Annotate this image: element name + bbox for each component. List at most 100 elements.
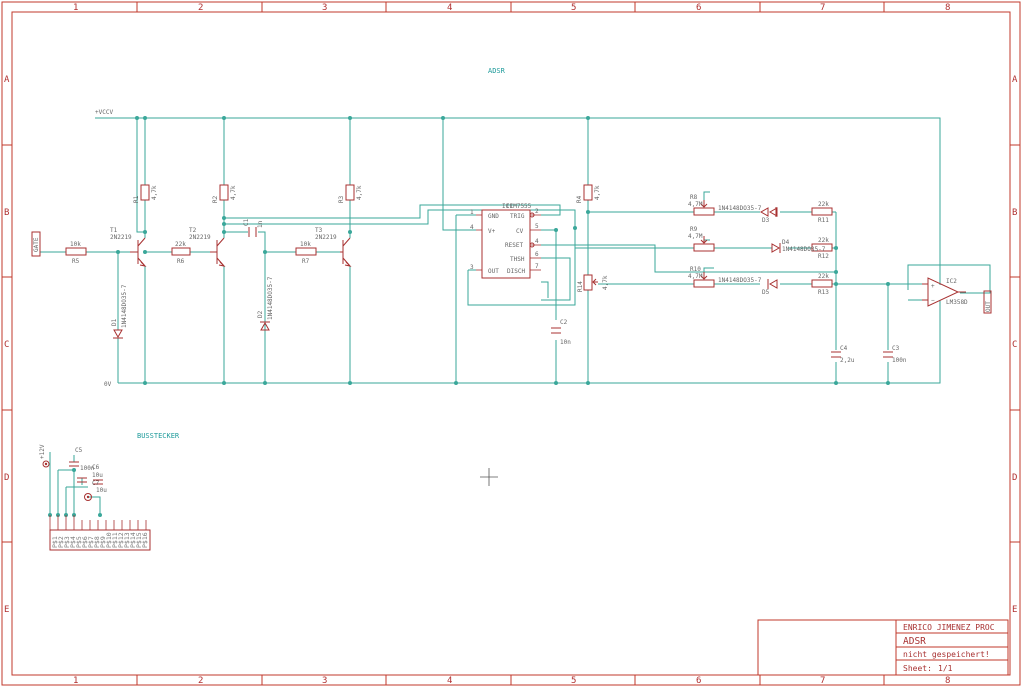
timer-pin-out: OUT: [488, 268, 499, 275]
resistor-r3: R3 4,7k: [338, 184, 363, 203]
svg-text:R4: R4: [576, 195, 583, 203]
col-label-2-bottom: 2: [198, 676, 203, 686]
svg-text:D3: D3: [762, 217, 770, 224]
svg-text:10u: 10u: [92, 472, 103, 479]
bus-pin-11: P$11: [111, 532, 119, 548]
diode-d4: D4 1N4148DO35-7: [771, 239, 826, 253]
svg-text:D5: D5: [762, 289, 770, 296]
svg-text:R6: R6: [177, 258, 185, 265]
pot-r10: R10 4,7M: [688, 266, 715, 288]
resistor-r7: 10k R7: [295, 241, 317, 265]
resistor-r11: 22k R11: [811, 201, 833, 224]
timer-pin-disch: DISCH: [507, 268, 525, 275]
svg-text:10k: 10k: [300, 241, 311, 248]
diode-d3: 1N4148DO35-7 D3: [718, 205, 778, 224]
bus-pin-14: P$14: [129, 532, 137, 548]
column-labels-bottom: 1 2 3 4 5 6 7 8: [73, 676, 950, 686]
timer-pin-cv: CV: [516, 228, 524, 235]
diode-d1: D1 1N4148DO35-7: [111, 284, 128, 339]
svg-text:D2: D2: [257, 310, 264, 318]
row-label-e: E: [4, 605, 9, 615]
svg-text:C4: C4: [840, 345, 848, 352]
opamp-value: LM358D: [946, 299, 968, 306]
svg-text:−: −: [931, 297, 935, 304]
pot-r9: R9 4,7M: [688, 226, 715, 252]
row-label-e-right: E: [1012, 605, 1017, 615]
svg-text:1N4148DO35-7: 1N4148DO35-7: [267, 276, 274, 320]
svg-text:C1: C1: [243, 218, 250, 226]
row-label-b: B: [4, 208, 9, 218]
svg-text:R8: R8: [690, 194, 698, 201]
bus-pin-13: P$13: [123, 532, 131, 548]
svg-text:2N2219: 2N2219: [110, 234, 132, 241]
svg-text:R7: R7: [302, 258, 310, 265]
resistor-r1: R1 4,7k: [133, 184, 158, 203]
svg-text:R10: R10: [690, 266, 701, 273]
title-block: ENRICO JIMENEZ PROC ADSR nicht gespeiche…: [757, 619, 1009, 676]
col-label-4-bottom: 4: [447, 676, 452, 686]
timer-pin-7-num: 7: [535, 263, 539, 270]
resistor-r13: 22k R13: [811, 273, 833, 296]
row-label-c: C: [4, 340, 9, 350]
svg-text:100n: 100n: [80, 465, 95, 472]
timer-pin-reset: RESET: [505, 242, 523, 249]
svg-text:4,7k: 4,7k: [230, 185, 237, 200]
bus-pin-5: P$5: [75, 536, 83, 548]
capacitor-c7: C7 10u: [92, 479, 107, 494]
svg-text:22k: 22k: [175, 241, 186, 248]
title-sheet-label: Sheet:: [903, 664, 932, 673]
row-label-a: A: [4, 75, 10, 85]
heading-busstecker: BUSSTECKER: [137, 432, 180, 440]
svg-text:+12V: +12V: [39, 444, 46, 459]
col-label-5: 5: [571, 3, 576, 13]
gate-label: GATE: [33, 237, 40, 252]
svg-text:D4: D4: [782, 239, 790, 246]
svg-text:D1: D1: [111, 318, 118, 326]
timer-pin-6-num: 6: [535, 251, 539, 258]
column-labels-top: 1 2 3 4 5 6 7 8: [73, 3, 950, 13]
svg-text:10u: 10u: [96, 487, 107, 494]
svg-text:C5: C5: [75, 447, 83, 454]
bus-symbol: [84, 493, 92, 501]
svg-text:22k: 22k: [818, 273, 829, 280]
resistor-r12: 22k R12: [811, 237, 833, 260]
col-label-3: 3: [322, 3, 327, 13]
svg-text:1N4148DO35-7: 1N4148DO35-7: [782, 246, 826, 253]
title-name: ADSR: [903, 636, 926, 647]
capacitor-c4: C4 2,2u: [831, 345, 855, 364]
row-label-b-right: B: [1012, 208, 1017, 218]
col-label-3-bottom: 3: [322, 676, 327, 686]
bus-pin-3: P$3: [63, 536, 71, 548]
timer-pin-gnd: GND: [488, 213, 499, 220]
p12v-supply: +12V: [39, 444, 50, 468]
col-label-6: 6: [696, 3, 701, 13]
svg-text:10k: 10k: [70, 241, 81, 248]
svg-text:10n: 10n: [560, 339, 571, 346]
opamp-ref: IC2: [946, 278, 957, 285]
col-label-2: 2: [198, 3, 203, 13]
svg-text:R2: R2: [212, 195, 219, 203]
timer-pin-trig: TRIG: [510, 213, 525, 220]
svg-text:R11: R11: [818, 217, 829, 224]
svg-text:R9: R9: [690, 226, 698, 233]
timer-pin-4-num: 4: [535, 238, 539, 245]
bus-pin-6: P$6: [81, 536, 89, 548]
svg-text:1N4148DO35-7: 1N4148DO35-7: [718, 277, 762, 284]
svg-text:2N2219: 2N2219: [315, 234, 337, 241]
col-label-4: 4: [447, 3, 452, 13]
svg-text:C2: C2: [560, 319, 568, 326]
row-label-d-right: D: [1012, 473, 1017, 483]
svg-text:R5: R5: [72, 258, 80, 265]
resistor-r2: R2 4,7k: [212, 184, 237, 203]
svg-text:+: +: [931, 283, 935, 290]
bus-pin-9: P$9: [99, 536, 107, 548]
svg-text:22k: 22k: [818, 201, 829, 208]
transistor-t3: T3 2N2219: [315, 227, 352, 267]
capacitor-c2: C2 10n: [551, 319, 571, 346]
title-author: ENRICO JIMENEZ PROC: [903, 623, 995, 632]
row-label-a-right: A: [1012, 75, 1018, 85]
opamp-ic2: + − IC2 LM358D: [922, 277, 968, 307]
svg-text:C6: C6: [92, 464, 100, 471]
timer-pin-5-num: 5: [535, 223, 539, 230]
svg-text:4,7k: 4,7k: [151, 185, 158, 200]
